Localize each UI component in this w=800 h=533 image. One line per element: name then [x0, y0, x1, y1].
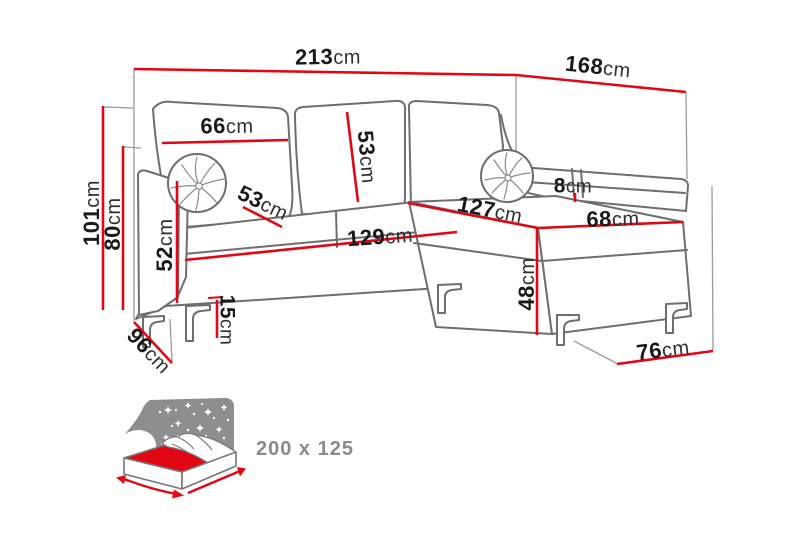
- bolster-seam: [571, 168, 584, 198]
- dim-label-back-pillow-width: 66cm: [200, 113, 254, 139]
- leg-chaise-front: [556, 314, 580, 346]
- dim-label-chaise-height: 48cm: [514, 257, 539, 311]
- chaise-front-seam: [413, 242, 543, 262]
- dim-label-seat-width: 129cm: [346, 223, 414, 252]
- duvet-folds: [171, 434, 213, 455]
- leg-chaise-right: [665, 302, 688, 334]
- dim-line-66: [161, 138, 289, 145]
- dim-label-leg-height: 15cm: [215, 294, 239, 346]
- back-pillow-middle: [293, 99, 406, 217]
- chaise-arm-seam: [511, 180, 686, 194]
- dim-line-213: [133, 67, 517, 77]
- dim-label-chaise-width: 68cm: [585, 206, 640, 232]
- dim-line-127: [407, 201, 539, 230]
- dim-line-68: [537, 220, 684, 230]
- dim-label-back-pillow-height: 53cm: [352, 129, 380, 185]
- mattress-right-face: [181, 451, 237, 490]
- dim-label-bolster-height: 8cm: [553, 174, 593, 198]
- bed-icon: [123, 432, 237, 490]
- dim-line-53-pillow: [345, 111, 360, 203]
- dimension-lines: [101, 67, 714, 366]
- leg-front-left: [185, 304, 211, 342]
- duvet: [161, 432, 237, 464]
- round-pillow-right: [480, 149, 534, 203]
- dim-label-total-width: 213cm: [294, 43, 362, 70]
- seat-base-seam: [183, 228, 453, 255]
- chaise-right-seam: [541, 249, 688, 262]
- leg-front-mid: [437, 283, 462, 314]
- bed-size-label: 200 x 125: [256, 438, 354, 460]
- dim-label-backrest-height: 80cm: [100, 197, 125, 251]
- size-arrows: [116, 467, 246, 499]
- dim-line-76: [616, 349, 714, 366]
- seat-cushion-divider: [335, 211, 338, 248]
- dim-label-armrest-height: 52cm: [152, 218, 177, 272]
- backrest-right-edge: [500, 114, 513, 152]
- sleeping-function-icon: [116, 397, 246, 499]
- extension-lines: [102, 69, 714, 365]
- dim-line-168: [515, 73, 687, 94]
- dim-line-129: [184, 230, 458, 262]
- round-pillow-left: [167, 153, 227, 213]
- dim-line-15-tick: [207, 296, 224, 299]
- sofa-outline: [135, 99, 692, 348]
- dim-line-96: [133, 321, 173, 364]
- dim-line-53-seat: [242, 205, 283, 229]
